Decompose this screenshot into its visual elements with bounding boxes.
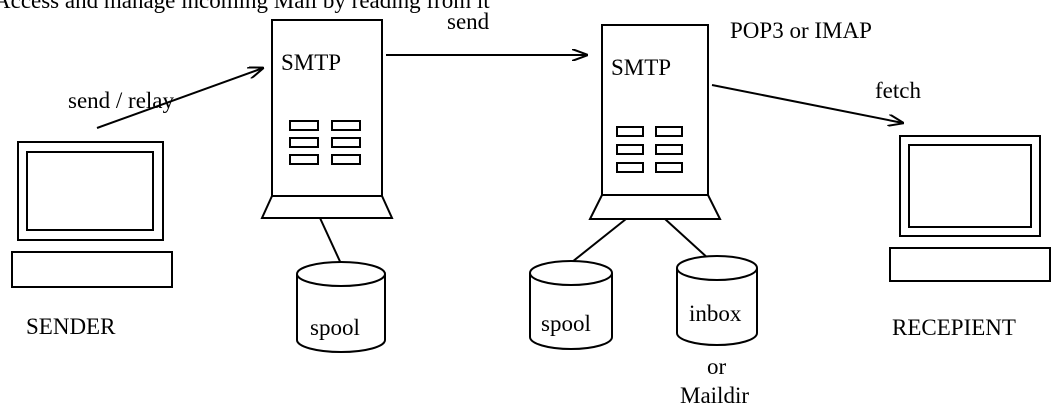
fetch-arrow bbox=[711, 84, 903, 123]
sender-computer bbox=[11, 141, 173, 288]
maildir-label: Maildir bbox=[680, 383, 749, 408]
left-spool-connector bbox=[319, 217, 344, 269]
right-server-slot bbox=[616, 144, 644, 155]
right-spool-label: spool bbox=[541, 311, 591, 336]
send-relay-arrow bbox=[96, 68, 263, 129]
inbox-cylinder bbox=[676, 255, 758, 346]
recipient-computer bbox=[889, 135, 1051, 282]
top-caption: Access and manage incoming Mail by readi… bbox=[0, 0, 490, 13]
recipient-label: RECEPIENT bbox=[892, 315, 1016, 340]
left-server-tower bbox=[271, 19, 383, 197]
right-server-slot bbox=[616, 162, 644, 173]
left-spool-label: spool bbox=[310, 315, 360, 340]
left-server-slot bbox=[289, 154, 319, 165]
sender-monitor bbox=[17, 141, 164, 241]
sender-label: SENDER bbox=[26, 314, 116, 339]
right-server-slot bbox=[655, 162, 683, 173]
sender-screen bbox=[26, 151, 154, 231]
left-server-slot bbox=[331, 154, 361, 165]
right-smtp-server: SMTP bbox=[588, 24, 722, 220]
right-server-slot bbox=[655, 144, 683, 155]
right-server-slot bbox=[655, 126, 683, 137]
left-spool-cylinder bbox=[296, 261, 386, 353]
inbox-label: inbox bbox=[689, 301, 742, 326]
left-server-slot bbox=[289, 120, 319, 131]
fetch-label: fetch bbox=[875, 78, 921, 103]
inbox-connector bbox=[664, 218, 711, 261]
protocol-label: POP3 or IMAP bbox=[730, 18, 872, 43]
right-server-title: SMTP bbox=[611, 55, 671, 80]
right-server-slot bbox=[616, 126, 644, 137]
right-spool-connector bbox=[566, 218, 627, 267]
sender-keyboard bbox=[11, 251, 173, 288]
recipient-keyboard bbox=[889, 247, 1051, 282]
left-smtp-server: SMTP bbox=[260, 19, 394, 219]
left-server-base bbox=[260, 195, 394, 219]
recipient-monitor bbox=[899, 135, 1041, 237]
left-server-slot bbox=[331, 137, 361, 148]
send-relay-label: send / relay bbox=[68, 88, 175, 113]
recipient-screen bbox=[908, 144, 1032, 228]
right-server-base bbox=[588, 194, 722, 220]
right-spool-cylinder bbox=[529, 260, 613, 350]
left-server-slot bbox=[331, 120, 361, 131]
left-server-title: SMTP bbox=[281, 50, 341, 75]
or-label: or bbox=[707, 354, 727, 379]
left-server-slot bbox=[289, 137, 319, 148]
send-label: send bbox=[447, 9, 490, 34]
